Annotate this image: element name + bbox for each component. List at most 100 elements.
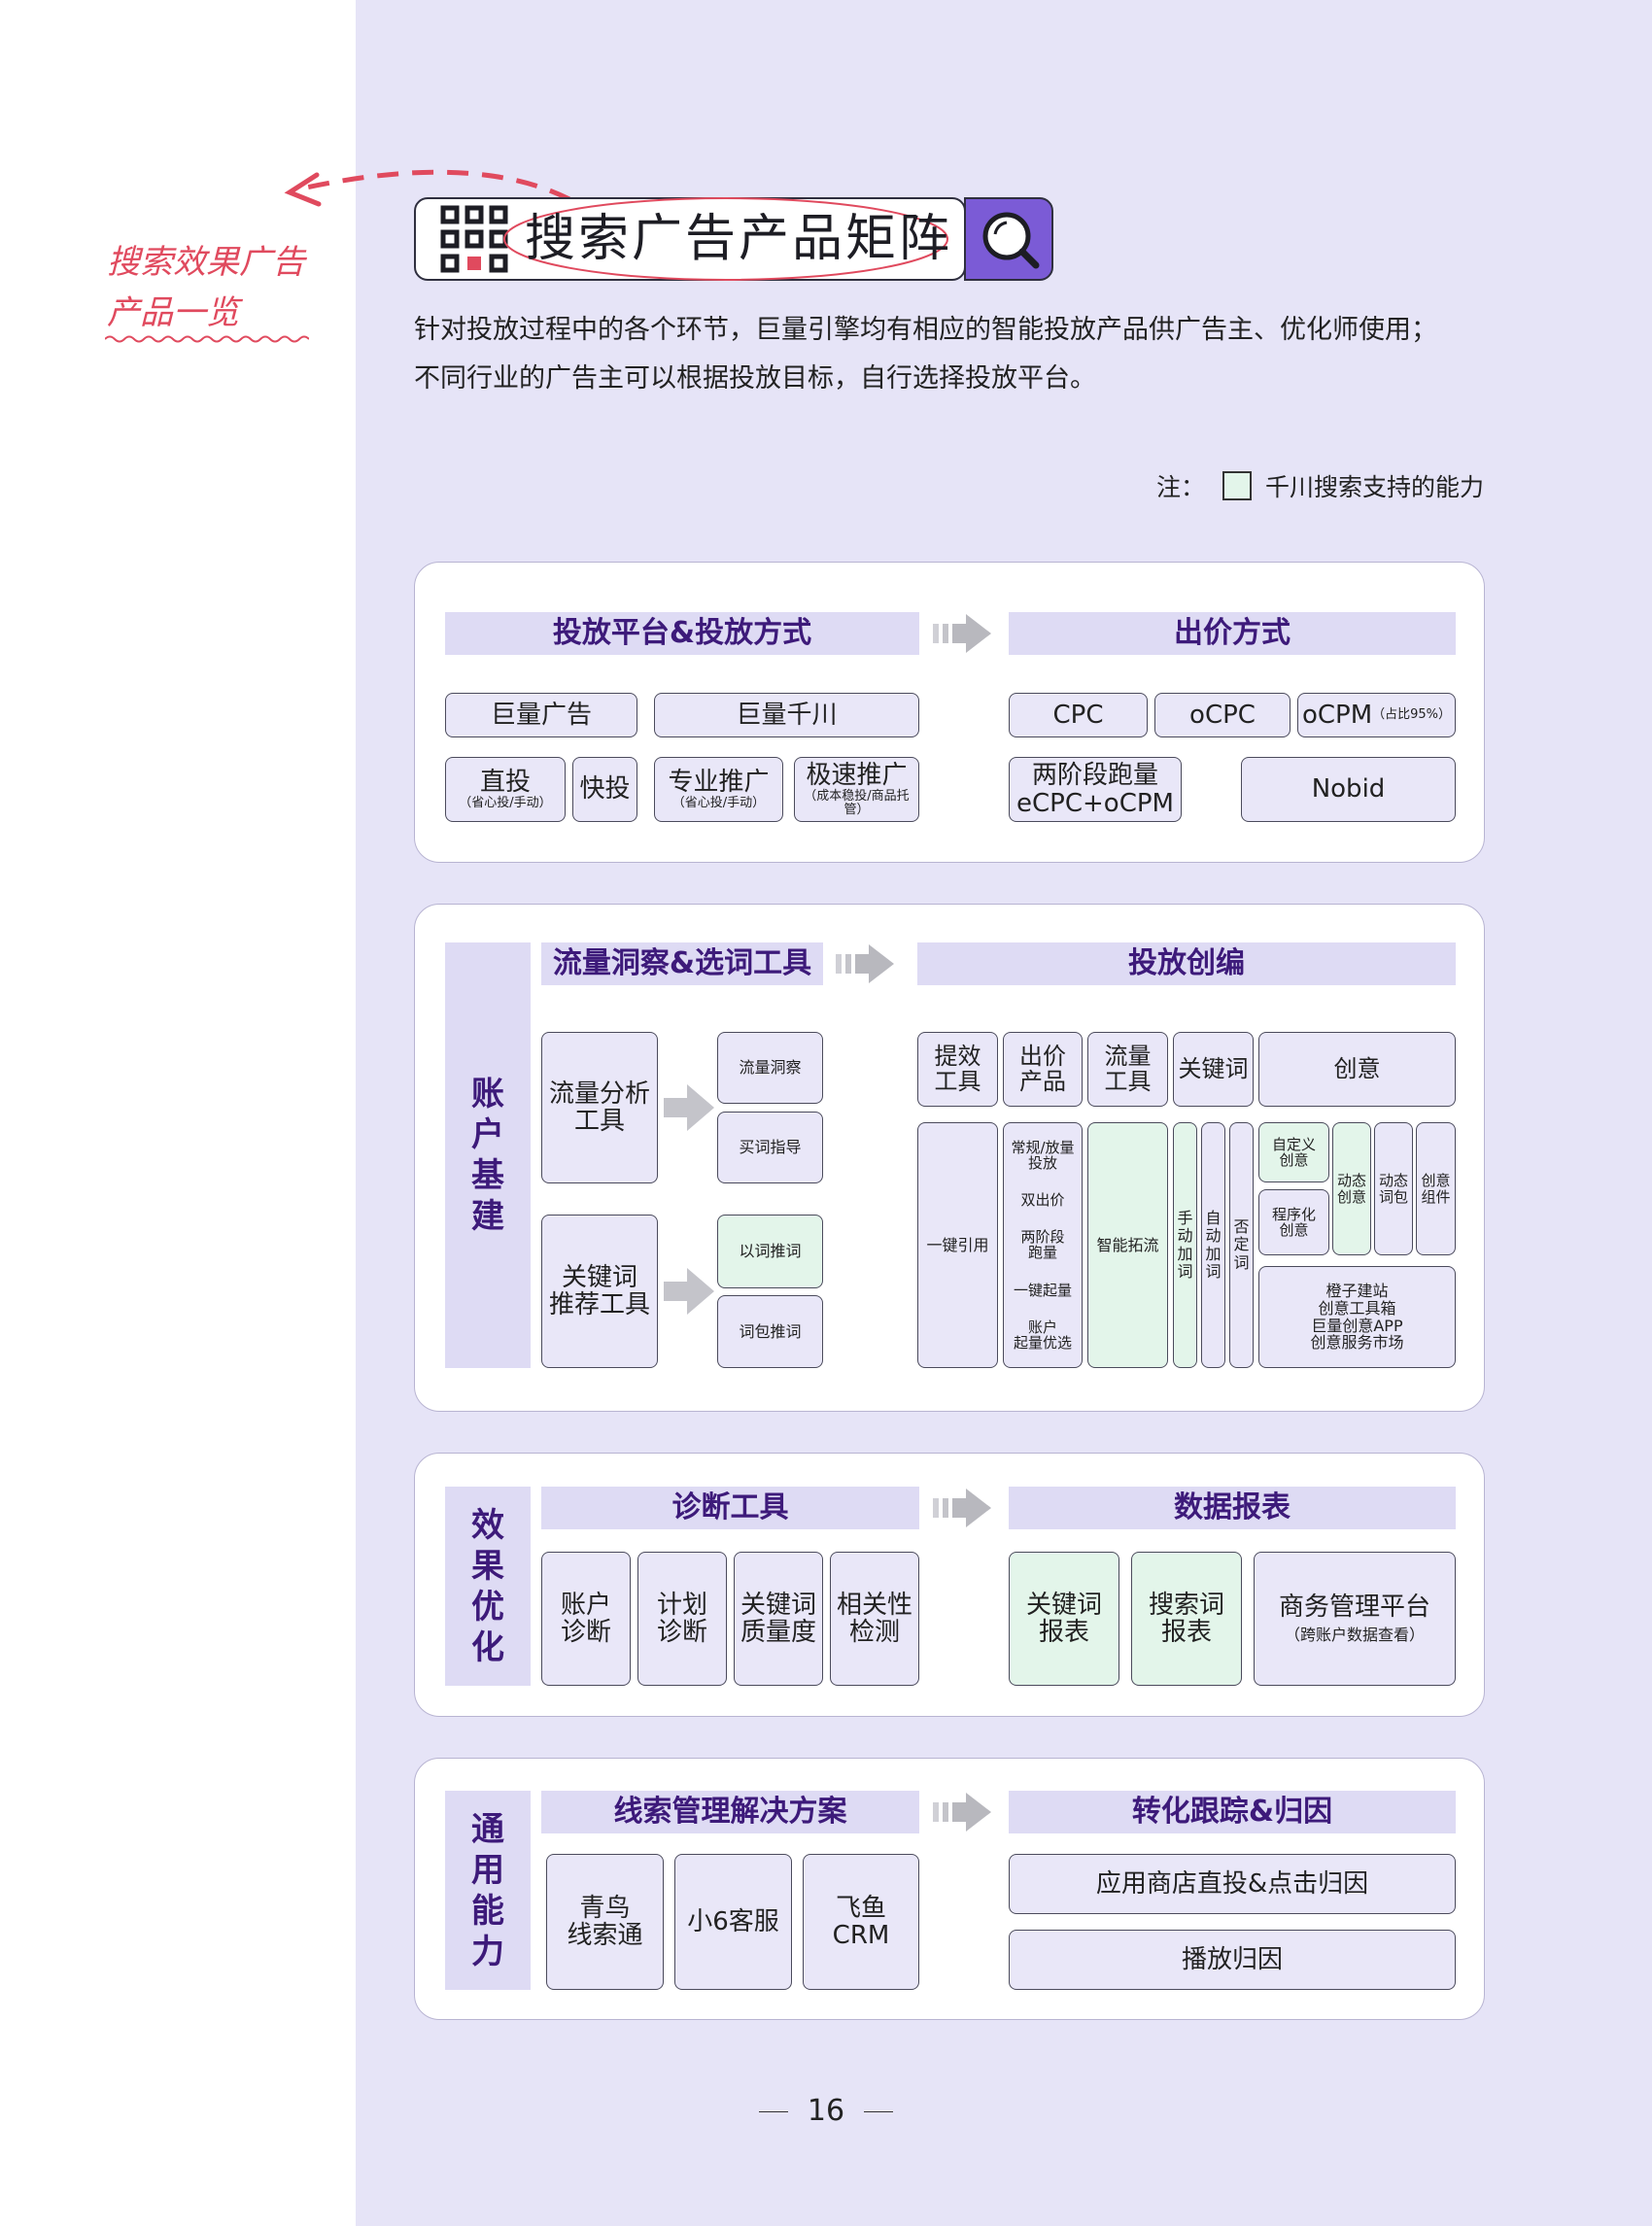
- legend-prefix: 注：: [1156, 473, 1206, 501]
- ocpc-box: oCPC: [1154, 693, 1291, 737]
- side-note: 搜索效果广告 产品一览: [107, 237, 330, 338]
- header-traffic: 流量 工具: [1087, 1032, 1168, 1107]
- label: 商务管理平台: [1278, 1592, 1430, 1623]
- dashed-arrow-icon: [284, 169, 571, 207]
- juliang-ad-box: 巨量广告: [445, 693, 637, 737]
- arrow-icon: [933, 614, 991, 653]
- label: Nobid: [1311, 774, 1386, 805]
- side-note-line1: 搜索效果广告: [107, 243, 305, 282]
- label-2: eCPC+oCPM: [1016, 788, 1174, 818]
- page-title: 搜索广告产品矩阵: [525, 210, 953, 268]
- title-circle-mark: [503, 197, 948, 281]
- creative-tools-box: 橙子建站 创意工具箱 巨量创意APP 创意服务市场: [1258, 1266, 1456, 1368]
- side-char: 户: [471, 1115, 504, 1154]
- arrow-icon: [664, 1268, 714, 1315]
- header-bid: 出价 产品: [1003, 1032, 1083, 1107]
- side-char: 力: [471, 1932, 504, 1971]
- title-search-block: [964, 197, 1053, 281]
- label: 极速推广: [806, 761, 908, 791]
- pack-rec-box: 词包推词: [717, 1295, 823, 1368]
- arrow-icon: [933, 1793, 991, 1832]
- play-attribution-box: 播放归因: [1009, 1930, 1456, 1990]
- juliang-qianchuan-box: 巨量千川: [654, 693, 919, 737]
- page-number: 16: [758, 2094, 894, 2128]
- kuaitou-box: 快投: [572, 757, 637, 822]
- band-bidding: 出价方式: [1009, 612, 1456, 655]
- bid-item: 两阶段 跑量: [1020, 1228, 1065, 1262]
- relevance-check-box: 相关性 检测: [830, 1552, 919, 1686]
- band-campaign-creation: 投放创编: [917, 942, 1456, 985]
- grid-icon: [440, 205, 508, 273]
- header-efficiency: 提效 工具: [917, 1032, 998, 1107]
- search-term-report-box: 搜索词 报表: [1131, 1552, 1242, 1686]
- label: oCPM: [1301, 700, 1373, 730]
- side-note-line2: 产品一览: [107, 293, 239, 332]
- sublabel: （跨账户数据查看）: [1284, 1626, 1425, 1645]
- intro-line1: 针对投放过程中的各个环节，巨量引擎均有相应的智能投放产品供广告主、优化师使用；: [414, 315, 1437, 345]
- bid-item: 常规/放量 投放: [1011, 1138, 1075, 1173]
- side-char: 账: [471, 1075, 504, 1113]
- arrow-icon: [933, 1489, 991, 1527]
- page-number-text: 16: [807, 2094, 845, 2128]
- cpc-box: CPC: [1009, 693, 1148, 737]
- label: 巨量千川: [736, 700, 838, 730]
- label: 直投: [479, 768, 531, 798]
- side-band-optimization: 效果优化: [445, 1487, 531, 1686]
- band-platform: 投放平台&投放方式: [445, 612, 919, 655]
- bid-item: 一键起量: [1013, 1281, 1072, 1299]
- sublabel: （省心投/手动）: [459, 795, 552, 810]
- arrow-icon: [664, 1084, 714, 1131]
- dynamic-wordpack-box: 动态 词包: [1374, 1122, 1413, 1255]
- magnifier-icon: [982, 212, 1040, 269]
- label: 两阶段跑量: [1031, 761, 1158, 791]
- legend-swatch: [1222, 471, 1253, 500]
- sublabel: （占比95%）: [1372, 706, 1452, 722]
- label: oCPC: [1189, 700, 1256, 730]
- app-store-attribution-box: 应用商店直投&点击归因: [1009, 1854, 1456, 1914]
- bid-products-box: 常规/放量 投放 双出价 两阶段 跑量 一键起量 账户 起量优选: [1003, 1122, 1083, 1368]
- band-diagnosis: 诊断工具: [541, 1487, 919, 1529]
- traffic-analysis-box: 流量分析 工具: [541, 1032, 658, 1183]
- nobid-box: Nobid: [1241, 757, 1456, 822]
- side-char: 能: [471, 1891, 504, 1931]
- intro-line2: 不同行业的广告主可以根据投放目标，自行选择投放平台。: [414, 363, 1096, 394]
- jisu-box: 极速推广（成本稳投/商品托管）: [794, 757, 919, 822]
- xiao6-box: 小6客服: [674, 1854, 792, 1990]
- side-char: 基: [471, 1156, 504, 1195]
- side-char: 化: [471, 1627, 504, 1667]
- bid-item: 账户 起量优选: [1013, 1318, 1072, 1352]
- band-attribution: 转化跟踪&归因: [1009, 1791, 1456, 1833]
- account-diagnosis-box: 账户 诊断: [541, 1552, 631, 1686]
- plan-diagnosis-box: 计划 诊断: [637, 1552, 727, 1686]
- zhitou-box: 直投（省心投/手动）: [445, 757, 566, 822]
- side-band-account: 账户基建: [445, 942, 531, 1368]
- label: 专业推广: [668, 768, 770, 798]
- buy-guide-box: 买词指导: [717, 1112, 823, 1183]
- manual-keyword-box: 手 动 加 词: [1173, 1122, 1197, 1368]
- auto-keyword-box: 自 动 加 词: [1201, 1122, 1225, 1368]
- ocpm-box: oCPM（占比95%）: [1297, 693, 1456, 737]
- label: 巨量广告: [490, 700, 592, 730]
- side-char: 效: [471, 1505, 504, 1545]
- zhuanye-box: 专业推广（省心投/手动）: [654, 757, 783, 822]
- band-traffic-tools: 流量洞察&选词工具: [541, 942, 823, 985]
- side-char: 建: [471, 1197, 504, 1236]
- creative-component-box: 创意 组件: [1416, 1122, 1456, 1255]
- traffic-insight-box: 流量洞察: [717, 1032, 823, 1104]
- legend: 注：千川搜索支持的能力: [1156, 468, 1516, 507]
- qingniao-box: 青鸟 线索通: [546, 1854, 664, 1990]
- side-band-general: 通用能力: [445, 1791, 531, 1990]
- side-char: 用: [471, 1850, 504, 1890]
- side-char: 通: [471, 1809, 504, 1849]
- keyword-quality-box: 关键词 质量度: [734, 1552, 823, 1686]
- sublabel: （省心投/手动）: [671, 795, 766, 810]
- header-creative: 创意: [1258, 1032, 1456, 1107]
- custom-creative-box: 自定义 创意: [1258, 1122, 1329, 1182]
- smart-expand-box: 智能拓流: [1087, 1122, 1168, 1368]
- side-char: 优: [471, 1587, 504, 1627]
- intro-text: 针对投放过程中的各个环节，巨量引擎均有相应的智能投放产品供广告主、优化师使用； …: [414, 306, 1512, 403]
- dynamic-creative-box: 动态 创意: [1332, 1122, 1371, 1255]
- negative-keyword-box: 否 定 词: [1229, 1122, 1254, 1368]
- side-char: 果: [471, 1546, 504, 1586]
